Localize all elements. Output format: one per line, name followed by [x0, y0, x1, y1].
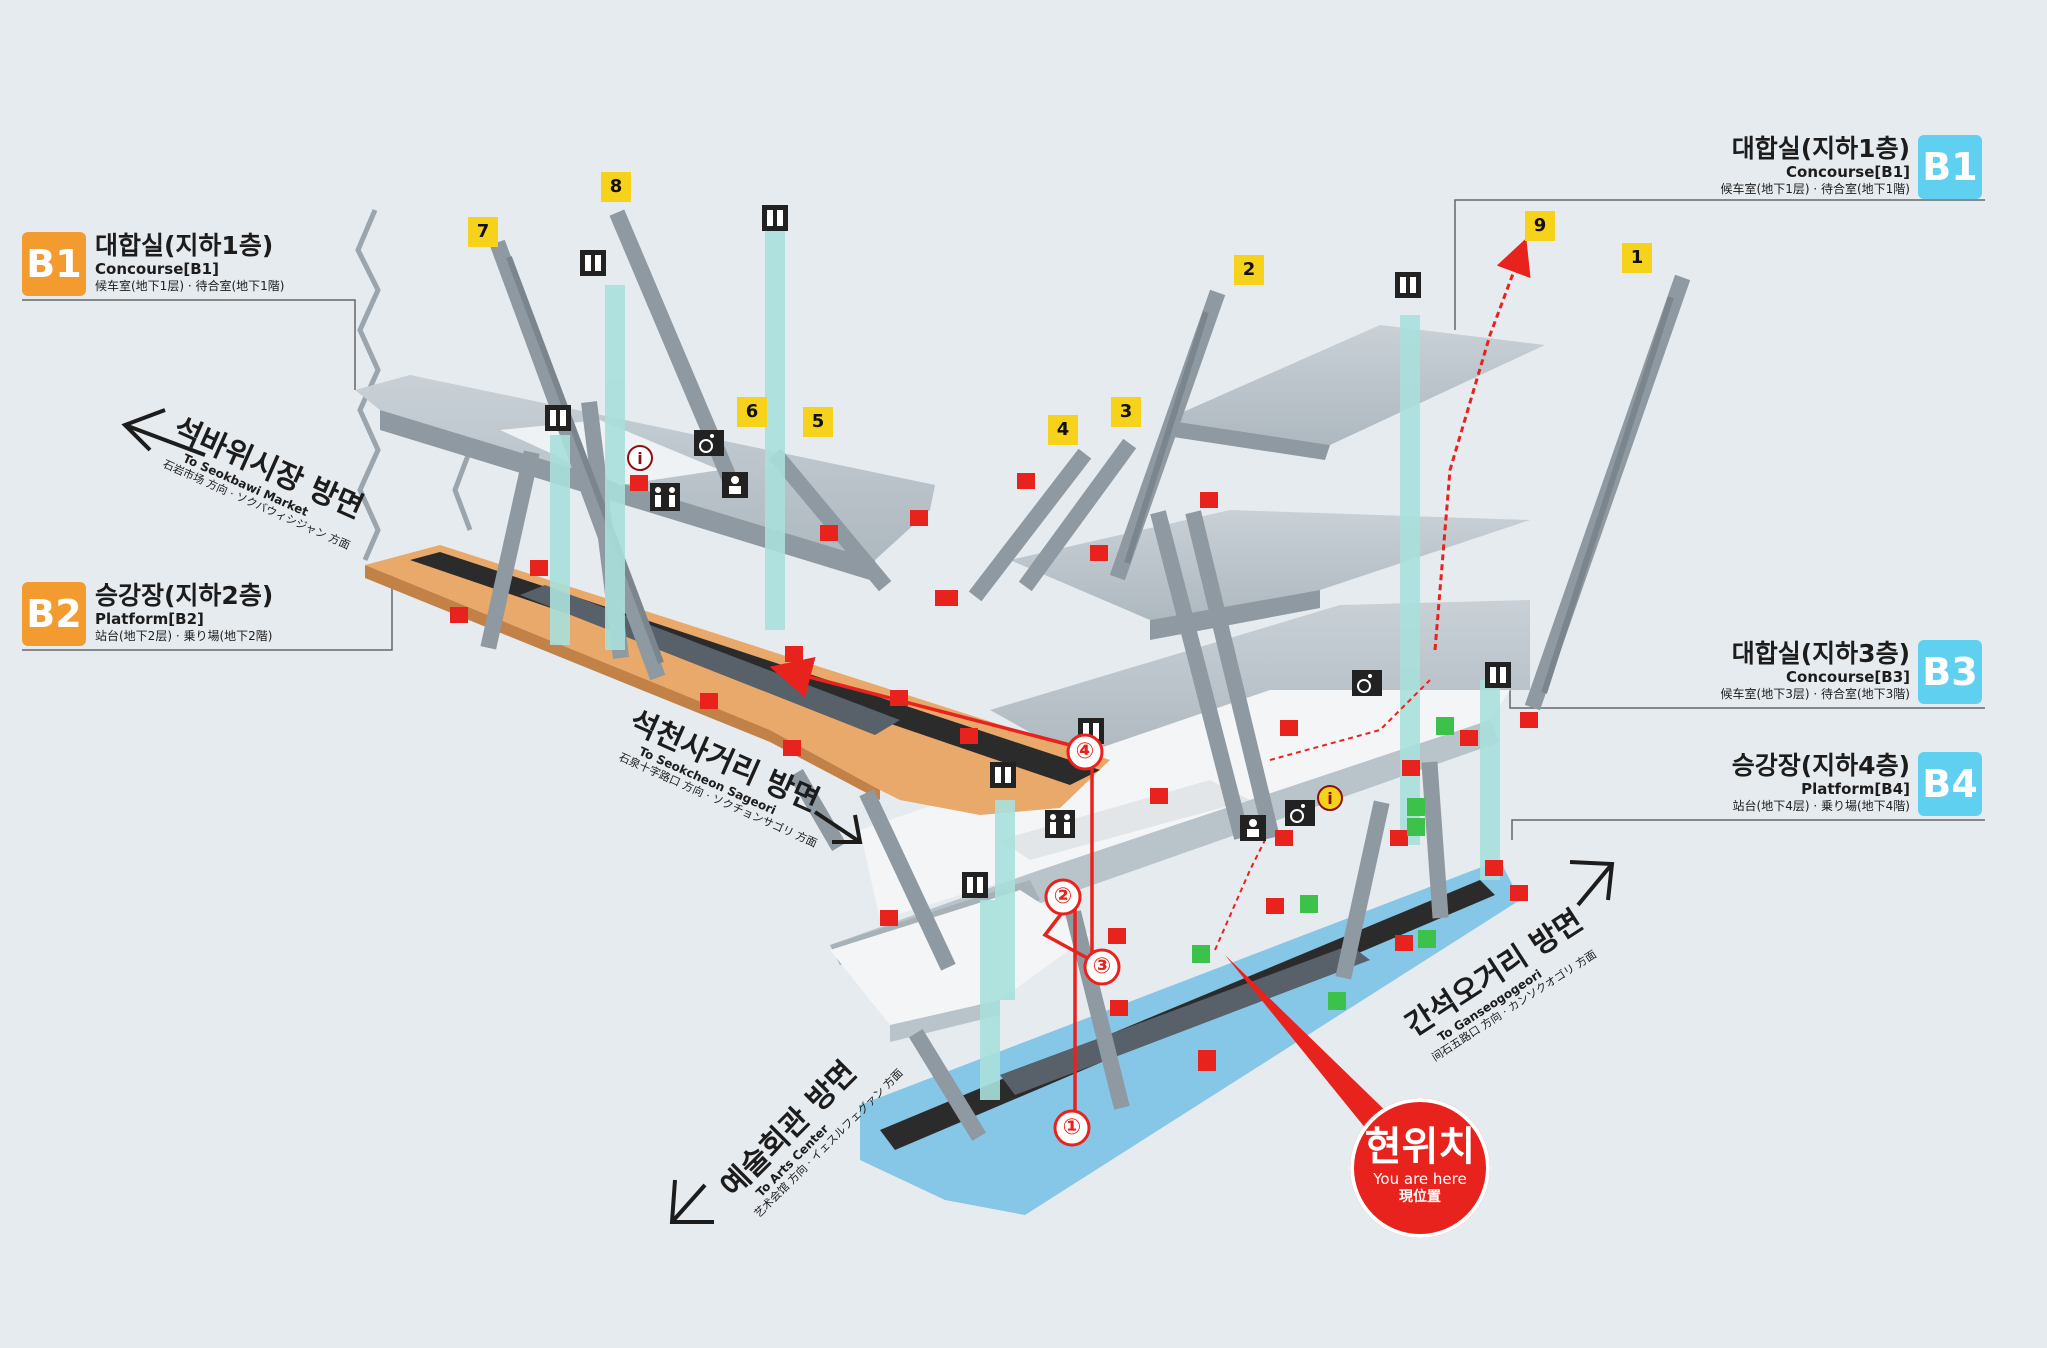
level-b2-left-en: Platform[B2] — [95, 610, 204, 628]
you-are-here-pointer — [1225, 955, 1395, 1140]
route-step-4 — [1066, 733, 1104, 771]
elevator-icon — [1395, 272, 1421, 298]
level-label-b3-right: 대합실(지하3층) Concourse[B3] 候车室(地下3层) · 待合室(… — [1640, 640, 1910, 702]
fire-extinguisher-icon — [450, 473, 1538, 1071]
nursing-room-icon — [722, 472, 748, 498]
route-step-4-label: ④ — [1075, 739, 1095, 764]
level-b3-right-cjk: 候车室(地下3层) · 待合室(地下3階) — [1720, 687, 1910, 701]
wheelchair-icon — [694, 430, 724, 456]
level-b4-right-kr: 승강장(지하4층) — [1731, 751, 1910, 780]
route-to-exit-9 — [1433, 238, 1531, 651]
exit-2-marker: 2 — [1234, 255, 1264, 285]
telephone-icon — [1192, 717, 1454, 1010]
direction-arrows — [121, 408, 1615, 1224]
svg-text:i: i — [1327, 789, 1332, 808]
exit-9-marker: 9 — [1525, 211, 1555, 241]
you-are-here-kr: 현위치 — [1364, 1124, 1476, 1170]
level-badge-b3-right: B3 — [1918, 640, 1982, 704]
transfer-route — [769, 656, 1101, 1115]
level-label-b1-right: 대합실(지하1층) Concourse[B1] 候车室(地下1层) · 待合室(… — [1640, 135, 1910, 197]
restroom-icon — [1045, 810, 1075, 838]
elevator-icon — [580, 250, 606, 276]
level-b3-right-en: Concourse[B3] — [1786, 668, 1910, 686]
level-b1-left-kr: 대합실(지하1층) — [95, 231, 274, 260]
exit-8-marker: 8 — [601, 172, 631, 202]
route-step-3-label: ③ — [1092, 954, 1112, 979]
level-leader-lines — [22, 199, 1985, 840]
information-icon: i — [1317, 785, 1343, 811]
restroom-icon — [650, 483, 680, 511]
level-b2-left-cjk: 站台(地下2层) · 乗り場(地下2階) — [95, 629, 273, 643]
elevator-icon — [1485, 662, 1511, 688]
level-label-b2-left: 승강장(지하2층) Platform[B2] 站台(地下2层) · 乗り場(地下… — [95, 582, 273, 644]
level-b1-right-kr: 대합실(지하1층) — [1731, 134, 1910, 163]
exit-6-marker: 6 — [737, 397, 767, 427]
route-step-1 — [1053, 1109, 1091, 1147]
route-step-2 — [1044, 878, 1082, 916]
route-b4-dashed — [1214, 839, 1266, 951]
elevator-icon — [990, 762, 1016, 788]
route-b3-dashed — [1269, 679, 1431, 761]
svg-text:i: i — [637, 449, 642, 468]
level-b4-right-cjk: 站台(地下4层) · 乗り場(地下4階) — [1732, 799, 1910, 813]
b1-concourse-right — [1160, 325, 1545, 460]
you-are-here-en: You are here — [1373, 1170, 1467, 1188]
level-label-b1-left: 대합실(지하1층) Concourse[B1] 候车室(地下1层) · 待合室(… — [95, 232, 284, 294]
level-b1-left-en: Concourse[B1] — [95, 260, 219, 278]
information-icon: i — [627, 445, 653, 471]
route-step-1-label: ① — [1062, 1115, 1082, 1140]
level-badge-b1-right: B1 — [1918, 135, 1982, 199]
exit-1-marker: 1 — [1622, 243, 1652, 273]
level-badge-b1-left: B1 — [22, 232, 86, 296]
exit-7-marker: 7 — [468, 217, 498, 247]
you-are-here-marker: 현위치 You are here 現位置 — [1350, 1098, 1490, 1238]
level-b2-left-kr: 승강장(지하2층) — [95, 581, 274, 610]
level-b1-right-en: Concourse[B1] — [1786, 163, 1910, 181]
nursing-room-icon — [1240, 815, 1266, 841]
escalators — [480, 209, 1691, 1141]
you-are-here-cjk: 現位置 — [1399, 1189, 1441, 1205]
exit-4-marker: 4 — [1048, 415, 1078, 445]
level-b3-right-kr: 대합실(지하3층) — [1731, 639, 1910, 668]
level-b1-left-cjk: 候车室(地下1层) · 待合室(地下1階) — [95, 279, 285, 293]
level-badge-b2-left: B2 — [22, 582, 86, 646]
exit-5-marker: 5 — [803, 407, 833, 437]
level-label-b4-right: 승강장(지하4층) Platform[B4] 站台(地下4层) · 乗り場(地下… — [1640, 752, 1910, 814]
elevator-shafts — [550, 230, 1500, 1100]
route-step-2-label: ② — [1053, 884, 1073, 909]
wheelchair-icon — [1285, 800, 1315, 826]
level-b1-right-cjk: 候车室(地下1层) · 待合室(地下1階) — [1720, 182, 1910, 196]
wheelchair-icon — [1352, 670, 1382, 696]
elevator-icon — [545, 405, 571, 431]
level-b4-right-en: Platform[B4] — [1801, 780, 1910, 798]
route-step-3 — [1083, 948, 1121, 986]
b3-lower-left — [830, 890, 1090, 1042]
level-badge-b4-right: B4 — [1918, 752, 1982, 816]
exit-3-marker: 3 — [1111, 397, 1141, 427]
elevator-icon — [962, 872, 988, 898]
elevator-icon — [762, 205, 788, 231]
